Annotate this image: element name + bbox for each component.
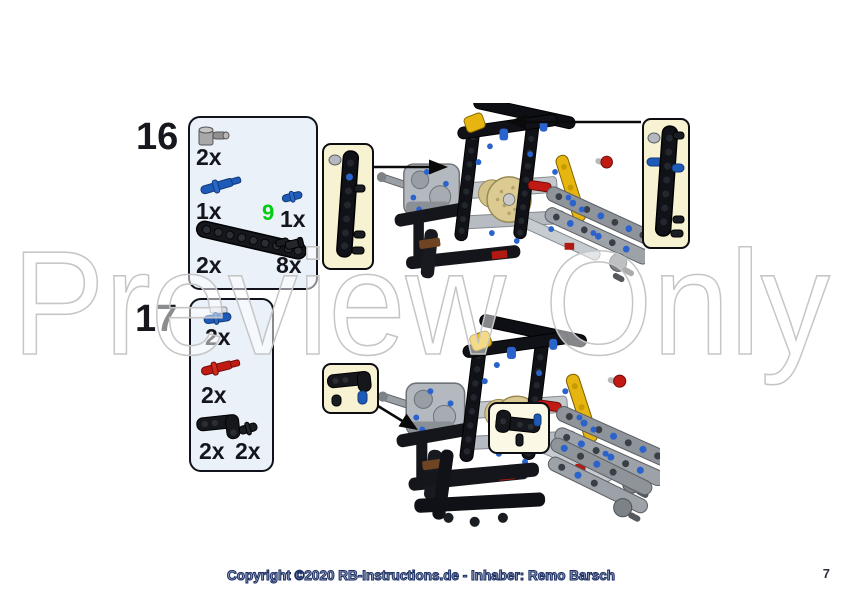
part-count: 2x <box>201 382 227 408</box>
part-count: 2x <box>196 252 222 278</box>
step-17-number: 17 <box>135 298 178 340</box>
red-long-axle-pin-icon <box>200 359 241 376</box>
part-count: 1x <box>280 206 306 232</box>
callout-beam-left <box>322 143 374 270</box>
part-count: 1x <box>196 198 222 224</box>
part-count: 8x <box>276 252 302 278</box>
blue-long-axle-pin-icon <box>200 176 242 195</box>
part-count: 2x <box>199 438 225 464</box>
callout-angled-beam-blue-pins <box>322 363 379 414</box>
step-16-parts-box: 2x 1x 9 1x <box>188 116 318 290</box>
step-16-number: 16 <box>136 116 179 158</box>
angled-beam-with-blue-pins-icon <box>326 370 372 407</box>
gray-pin-connector-icon <box>198 126 230 146</box>
assembly-render-step16 <box>377 103 645 300</box>
black-pin-icon <box>238 421 258 436</box>
vertical-beam-with-blue-pin-icon <box>646 125 685 238</box>
black-angled-beam-icon <box>196 414 241 440</box>
black-pin-connector-icon <box>275 236 305 250</box>
assembly-render-step17 <box>378 298 660 527</box>
copyright-footer: Copyright ©2020 RB-Instructions.de - Inh… <box>226 568 615 584</box>
blue-pin-with-bush-icon <box>203 306 232 325</box>
callout-beam-right <box>642 118 690 249</box>
part-count: 2x <box>205 324 231 350</box>
angled-beam-with-pin-icon <box>495 409 542 447</box>
callout-angled-beam-pin <box>488 402 550 454</box>
part-count: 2x <box>196 144 222 170</box>
blue-pin-icon <box>281 190 303 203</box>
step-17-parts-box: 2x 2x 2x 2x <box>189 298 274 472</box>
black-straight-beam-icon <box>195 220 307 260</box>
page-number: 7 <box>822 566 830 581</box>
length-label-9: 9 <box>262 200 275 225</box>
part-count: 2x <box>235 438 261 464</box>
vertical-beam-with-pins-icon <box>328 150 366 258</box>
